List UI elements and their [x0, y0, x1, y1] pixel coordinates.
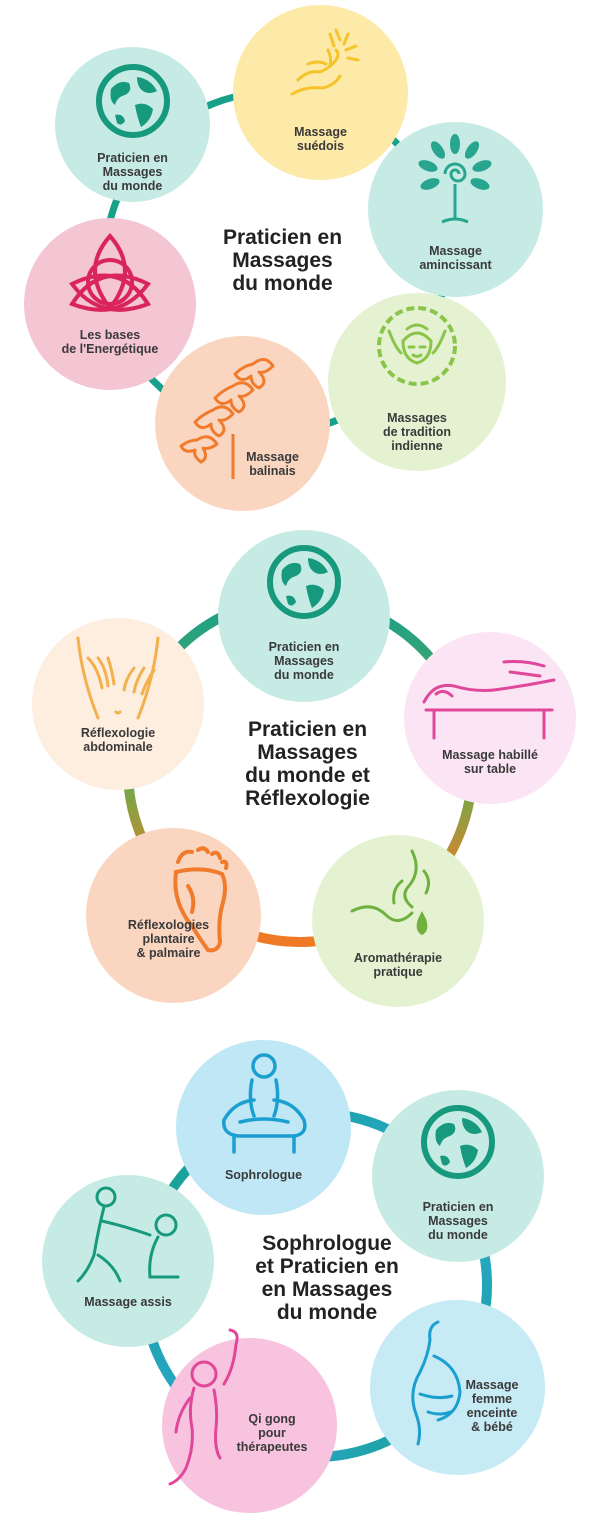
- node-label: Massage femme enceinte & bébé: [465, 1378, 519, 1434]
- node-label: Massage suédois: [294, 125, 347, 153]
- node-massage-femme-enceinte[interactable]: Massage femme enceinte & bébé: [370, 1300, 545, 1475]
- node-sophrologue[interactable]: Sophrologue: [176, 1040, 351, 1215]
- node-label: Massage assis: [84, 1295, 172, 1309]
- node-label: Sophrologue: [224, 1168, 303, 1182]
- node-label: Qi gong pour thérapeutes: [236, 1412, 308, 1454]
- node-reflexologies-plantaire[interactable]: Réflexologies plantaire & palmaire: [86, 828, 261, 1003]
- cluster-2-title: Praticien en Massages du monde et Réflex…: [245, 718, 370, 810]
- node-massage-amincissant[interactable]: Massage amincissant: [368, 122, 543, 297]
- node-praticien-monde-3[interactable]: Praticien en Massages du monde: [372, 1090, 544, 1262]
- node-massage-suedois[interactable]: Massage suédois: [233, 5, 408, 180]
- globe-icon: [96, 64, 170, 138]
- node-label: Praticien en Massages du monde: [97, 151, 168, 193]
- node-reflexologie-abdominale[interactable]: Réflexologie abdominale: [32, 618, 204, 790]
- seated-massage-icon: [76, 1186, 180, 1283]
- spiral-tree-icon: [418, 134, 492, 224]
- node-label: Massage habillé sur table: [442, 748, 538, 776]
- table-massage-icon: [422, 660, 556, 740]
- node-label: Praticien en Massages du monde: [268, 640, 340, 682]
- node-massages-tradition-indienne[interactable]: Massages de tradition indienne: [328, 293, 506, 471]
- node-bases-energetique[interactable]: Les bases de l'Energétique: [24, 218, 196, 390]
- node-praticien-monde-2[interactable]: Praticien en Massages du monde: [218, 530, 390, 702]
- meditation-icon: [222, 1053, 307, 1154]
- node-qi-gong[interactable]: Qi gong pour thérapeutes: [162, 1328, 337, 1513]
- node-label: Réflexologies plantaire & palmaire: [127, 918, 210, 960]
- node-praticien-monde-1[interactable]: Praticien en Massages du monde: [55, 47, 210, 202]
- node-label: Réflexologie abdominale: [80, 726, 156, 754]
- node-massage-habille-table[interactable]: Massage habillé sur table: [404, 632, 576, 804]
- node-label: Massage balinais: [246, 450, 299, 478]
- node-massage-assis[interactable]: Massage assis: [42, 1175, 214, 1347]
- globe-icon: [421, 1105, 495, 1179]
- node-label: Massage amincissant: [419, 244, 492, 272]
- triquetra-icon: [68, 232, 152, 312]
- qigong-icon: [168, 1328, 239, 1486]
- node-massage-balinais[interactable]: Massage balinais: [155, 336, 330, 511]
- node-label: Massages de tradition indienne: [382, 411, 452, 453]
- aroma-icon: [350, 849, 431, 935]
- head-massage-icon: [377, 306, 457, 386]
- node-aromatherapie[interactable]: Aromathérapie pratique: [312, 835, 484, 1007]
- node-label: Aromathérapie pratique: [353, 951, 443, 979]
- sun-hands-icon: [290, 28, 360, 96]
- foot-icon: [173, 846, 229, 953]
- abdomen-hands-icon: [76, 636, 160, 720]
- node-label: Praticien en Massages du monde: [422, 1200, 494, 1242]
- pregnant-icon: [411, 1320, 462, 1446]
- globe-icon: [267, 545, 341, 619]
- node-label: Les bases de l'Energétique: [61, 328, 159, 356]
- cluster-3-title: Sophrologue et Praticien en en Massages …: [255, 1232, 399, 1324]
- cluster-1-title: Praticien en Massages du monde: [222, 226, 343, 295]
- orchid-icon: [179, 358, 275, 479]
